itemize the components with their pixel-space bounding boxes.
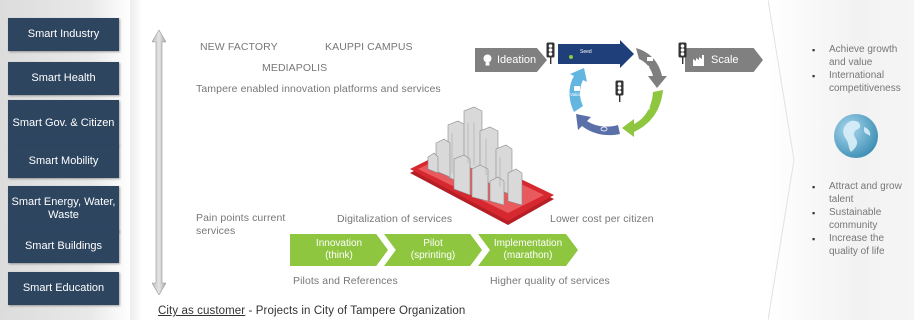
pain-points-label: Pain points current services xyxy=(196,212,286,237)
outcome-item: Attract and grow talent xyxy=(812,181,912,206)
globe-icon xyxy=(834,114,878,158)
develop-label: Develop xyxy=(637,81,654,86)
wrench-icon xyxy=(642,65,650,73)
validate-label: Validate xyxy=(570,92,586,97)
innovation-phase: Innovation(think) xyxy=(290,234,388,266)
innovation-cycle-diagram: Seed Develop Partner Test Validate xyxy=(558,40,667,137)
traffic-light-icon xyxy=(546,42,555,64)
sector-smart-education[interactable]: Smart Education xyxy=(8,272,119,305)
develop-arrow xyxy=(636,48,667,88)
outcomes-chevron-divider xyxy=(768,0,795,320)
sector-smart-gov-citizen[interactable]: Smart Gov. & Citizen xyxy=(8,100,119,146)
outcomes-top-list: Achieve growth and value International c… xyxy=(812,44,912,96)
outcome-item: Increase the quality of life xyxy=(812,233,912,258)
seed-label: Seed xyxy=(580,49,592,55)
lightbulb-icon xyxy=(483,54,492,65)
partner-arrow xyxy=(622,90,663,137)
outcome-item: International competitiveness xyxy=(812,70,912,95)
traffic-light-icon xyxy=(615,80,624,102)
sector-smart-energy[interactable]: Smart Energy, Water, Waste xyxy=(8,186,119,232)
implementation-title: Implementation xyxy=(493,238,563,249)
pilots-references-label: Pilots and References xyxy=(293,275,398,287)
footer-rest-label: - Projects in City of Tampere Organizati… xyxy=(245,305,466,317)
city-as-customer-label: City as customer xyxy=(158,305,246,317)
ideation-step: Ideation xyxy=(475,48,547,72)
city-on-phone-illustration xyxy=(410,106,554,225)
develop-tool-icon xyxy=(647,57,653,61)
innovation-sub: (think) xyxy=(325,250,353,261)
test-label: Test xyxy=(600,118,609,123)
sector-smart-mobility[interactable]: Smart Mobility xyxy=(8,145,119,178)
platform-kauppi-campus: KAUPPI CAMPUS xyxy=(325,41,413,53)
implementation-phase: Implementation(marathon) xyxy=(478,234,578,266)
lower-cost-label: Lower cost per citizen xyxy=(550,213,654,225)
test-arrow xyxy=(576,114,620,136)
higher-quality-label: Higher quality of services xyxy=(490,275,610,287)
sector-smart-buildings[interactable]: Smart Buildings xyxy=(8,230,119,263)
pencil-icon xyxy=(639,111,645,119)
outcome-item: Achieve growth and value xyxy=(812,44,912,69)
outcome-item: Sustainable community xyxy=(812,207,912,232)
partner-label: Partner xyxy=(636,106,651,111)
scale-step: Scale xyxy=(685,48,763,72)
chat-icon xyxy=(574,86,580,91)
footer-caption: City as customer - Projects in City of T… xyxy=(158,305,465,317)
factory-icon xyxy=(693,54,704,66)
eye-icon xyxy=(600,126,608,132)
platform-new-factory: NEW FACTORY xyxy=(200,41,278,53)
sector-smart-health[interactable]: Smart Health xyxy=(8,62,119,95)
seed-arrow xyxy=(558,40,634,68)
outcomes-bottom-list: Attract and grow talent Sustainable comm… xyxy=(812,181,912,259)
digitalization-label: Digitalization of services xyxy=(337,213,453,225)
pilot-phase: Pilot(sprinting) xyxy=(384,234,482,266)
ideation-label: Ideation xyxy=(497,54,537,66)
platforms-caption: Tampere enabled innovation platforms and… xyxy=(196,83,441,95)
pilot-sub: (sprinting) xyxy=(410,250,456,261)
scale-label: Scale xyxy=(711,54,739,66)
implementation-sub: (marathon) xyxy=(503,250,553,261)
pilot-title: Pilot xyxy=(423,238,443,249)
sector-smart-industry[interactable]: Smart Industry xyxy=(8,18,119,51)
traffic-light-icon xyxy=(678,42,687,64)
platform-mediapolis: MEDIAPOLIS xyxy=(262,62,328,74)
innovation-title: Innovation xyxy=(315,238,363,249)
vertical-double-arrow-icon xyxy=(152,30,166,295)
